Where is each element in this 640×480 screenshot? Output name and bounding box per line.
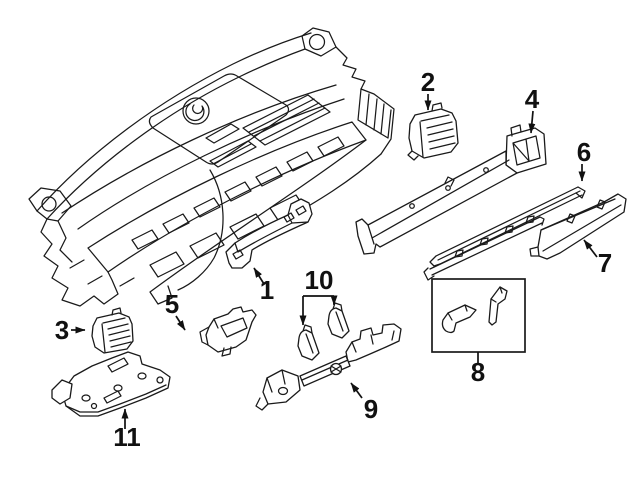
callout-10-label[interactable]: 10 [305,265,334,295]
callout-4-arrow [528,110,536,134]
left-mount-tab [28,187,72,222]
callout-7-arrow [583,239,598,258]
cluster-panel [148,73,290,165]
defroster-vent-band [242,94,331,146]
part-4-trim-panel [355,124,547,255]
callout-7[interactable]: 7 [583,239,612,278]
part-2-air-vent [407,102,459,161]
callout-5-label[interactable]: 5 [165,289,179,319]
part-10-clips [297,302,350,361]
callout-5-arrow [175,315,186,331]
callout-11-label[interactable]: 11 [113,422,141,452]
callout-1-arrow [253,267,265,285]
callout-1[interactable]: 1 [253,267,274,305]
part-8-clip-kit [431,278,526,353]
right-mount-tab [301,27,337,57]
gauge-circle [182,97,210,125]
part-3-air-vent [91,307,134,354]
callout-11[interactable]: 11 [113,408,141,452]
callout-6-label[interactable]: 6 [577,137,591,167]
callout-2-label[interactable]: 2 [421,67,435,97]
callout-9-arrow [350,382,363,399]
instrument-panel-assembly [28,27,395,307]
callout-9-label[interactable]: 9 [364,394,378,424]
callout-1-label[interactable]: 1 [260,275,274,305]
part-1-center-trim [225,198,313,269]
callout-10[interactable]: 10 [299,265,338,326]
callout-7-label[interactable]: 7 [598,248,612,278]
part-11-bracket [51,351,171,417]
callout-8[interactable]: 8 [471,352,485,387]
callout-4[interactable]: 4 [525,84,540,134]
callout-3-label[interactable]: 3 [55,315,69,345]
part-9-lower-rail [255,323,402,411]
callout-3[interactable]: 3 [55,315,86,345]
callout-8-label[interactable]: 8 [471,357,485,387]
left-mount-hole [41,196,57,212]
part-5-vent-housing [199,306,257,357]
callout-6[interactable]: 6 [577,137,591,182]
callout-4-label[interactable]: 4 [525,84,540,114]
callout-9[interactable]: 9 [350,382,378,424]
right-mount-hole [308,33,326,51]
callout-5[interactable]: 5 [165,289,186,331]
part-7-trim-panel [529,193,627,260]
callout-2[interactable]: 2 [421,67,435,111]
callout-10-bracket [303,295,335,304]
mounting-rail [423,215,545,281]
